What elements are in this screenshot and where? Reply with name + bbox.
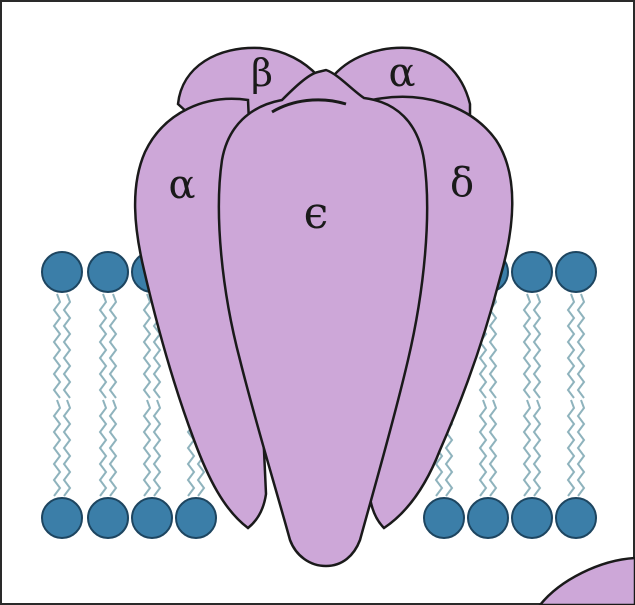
lipid-head (42, 498, 82, 538)
lipid-head (556, 498, 596, 538)
lipid-tail (524, 294, 540, 398)
lipid-head (132, 498, 172, 538)
lipid-head (88, 498, 128, 538)
lipid-head (424, 498, 464, 538)
alpha-left-label: α (168, 162, 195, 208)
lipid-head (88, 252, 128, 292)
epsilon-label: ϵ (304, 188, 329, 239)
lipid-tail (568, 400, 584, 496)
lipid-tail (100, 400, 116, 496)
corner-protein-fragment (540, 558, 635, 605)
lipid-head (512, 498, 552, 538)
lipid-head (556, 252, 596, 292)
lipid-tail (524, 400, 540, 496)
lipid-tail (568, 294, 584, 398)
delta-label: δ (450, 160, 474, 206)
lipid-head (512, 252, 552, 292)
lipid-tail (144, 400, 160, 496)
lipid-head (468, 498, 508, 538)
lipid-tail (54, 400, 70, 496)
lipid-head (176, 498, 216, 538)
lipid-tail (54, 294, 70, 398)
receptor-protein (135, 48, 512, 566)
beta-label: β (251, 51, 273, 95)
lipid-tail (480, 400, 496, 496)
lipid-head (42, 252, 82, 292)
alpha-top-label: α (388, 50, 415, 96)
lipid-tail (100, 294, 116, 398)
